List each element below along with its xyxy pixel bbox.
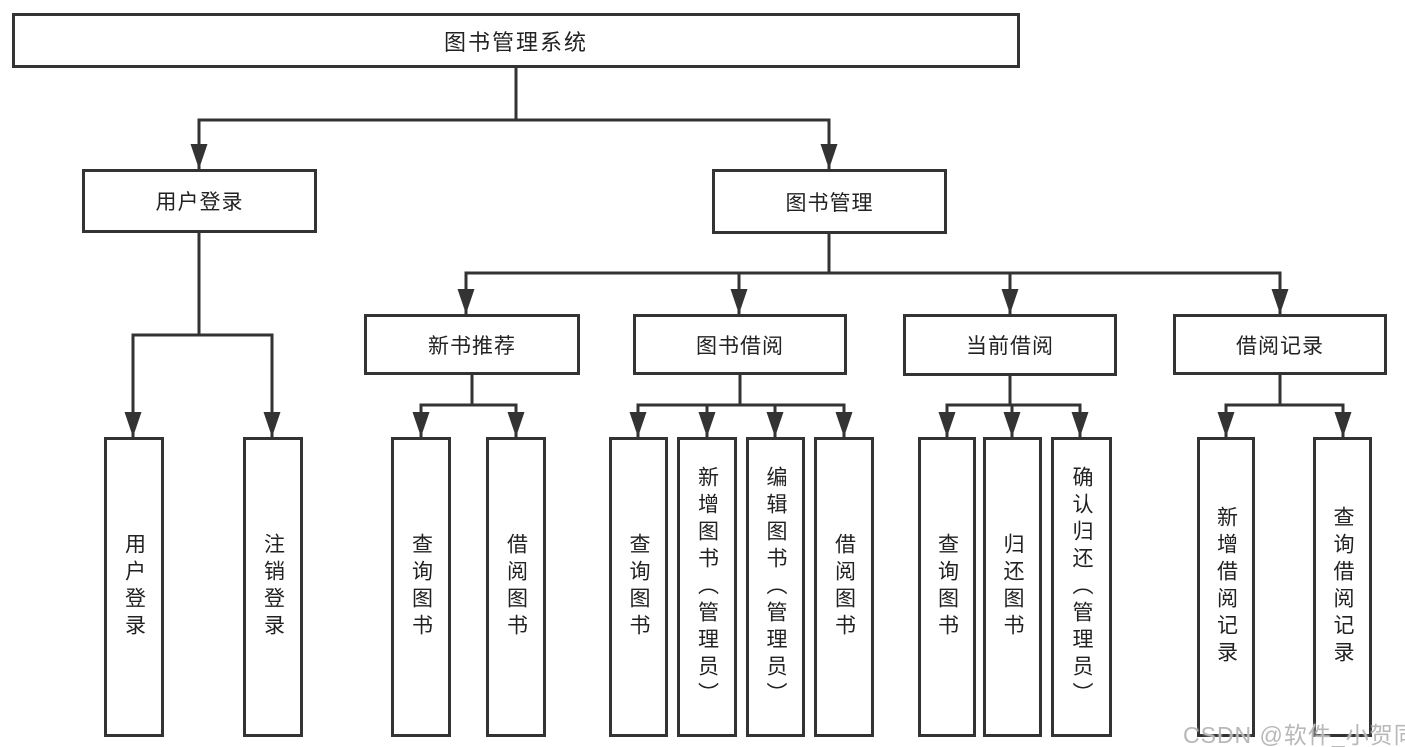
node-borrowing-records: 借阅记录 bbox=[1173, 314, 1387, 375]
leaf-logout: 注销登录 bbox=[243, 437, 303, 737]
leaf-return-book: 归还图书 bbox=[983, 437, 1042, 737]
node-user-login-branch: 用户登录 bbox=[82, 169, 317, 233]
leaf-borrow-books-borrowing: 借阅图书 bbox=[814, 437, 874, 737]
node-book-management-branch: 图书管理 bbox=[712, 169, 947, 234]
node-new-book-recommendation: 新书推荐 bbox=[364, 314, 580, 375]
leaf-borrow-books-recommend: 借阅图书 bbox=[486, 437, 546, 737]
csdn-watermark: CSDN @软件_小贺同学 bbox=[1183, 722, 1405, 747]
leaf-add-book-admin: 新增图书（管理员） bbox=[677, 437, 737, 737]
node-book-borrowing: 图书借阅 bbox=[633, 314, 847, 375]
leaf-query-books-recommend: 查询图书 bbox=[391, 437, 451, 737]
leaf-query-borrow-record: 查询借阅记录 bbox=[1313, 437, 1372, 737]
leaf-query-books-current: 查询图书 bbox=[918, 437, 976, 737]
node-current-borrowing: 当前借阅 bbox=[903, 314, 1117, 376]
leaf-query-books-borrowing: 查询图书 bbox=[609, 437, 668, 737]
leaf-confirm-return-admin: 确认归还（管理员） bbox=[1051, 437, 1112, 737]
leaf-edit-book-admin: 编辑图书（管理员） bbox=[746, 437, 805, 737]
node-library-management-system: 图书管理系统 bbox=[12, 13, 1020, 68]
leaf-user-login: 用户登录 bbox=[104, 437, 164, 737]
leaf-add-borrow-record: 新增借阅记录 bbox=[1197, 437, 1255, 737]
